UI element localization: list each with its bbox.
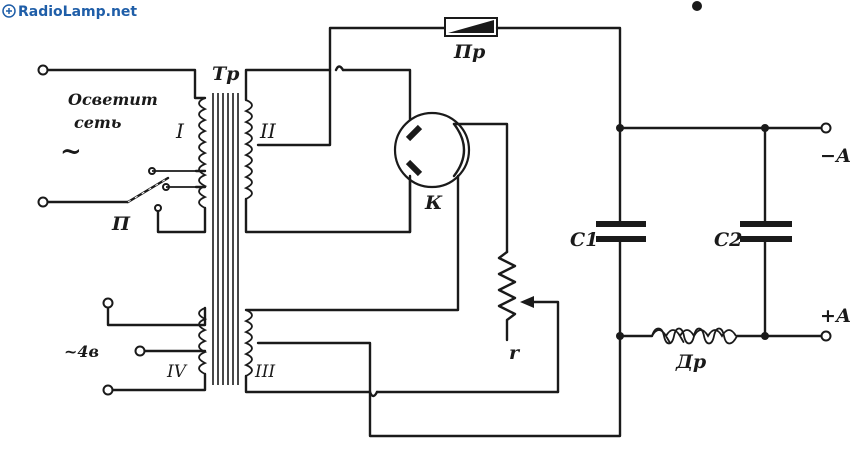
label-mains-line1: Осветит <box>68 90 158 109</box>
mains-input-wiring <box>42 68 207 234</box>
transformer-core <box>212 93 239 385</box>
positive-output-terminal <box>820 330 832 342</box>
label-winding-2: II <box>259 119 277 143</box>
label-fuse: Пр <box>453 41 486 63</box>
fuse <box>444 17 498 37</box>
watermark-text: RadioLamp.net <box>18 4 137 20</box>
switch-p <box>126 167 196 212</box>
label-tube: К <box>424 192 443 214</box>
label-filament-output: ~4в <box>64 342 99 361</box>
switch-contact <box>154 204 162 212</box>
label-winding-3: III <box>254 362 275 382</box>
winding-1 <box>198 97 208 209</box>
winding-3 <box>243 309 253 377</box>
winding-2 <box>243 99 253 200</box>
label-cap2: C2 <box>714 229 742 251</box>
capacitor-c2 <box>740 221 792 242</box>
junction <box>761 124 769 132</box>
radiolamp-logo-icon <box>2 4 16 18</box>
label-cap1: C1 <box>570 229 598 251</box>
label-winding-4: IV <box>166 362 188 382</box>
junction <box>616 332 624 340</box>
cathode-wiring <box>244 122 509 312</box>
negative-output-terminal <box>820 122 832 134</box>
rectifier-tube <box>393 111 471 234</box>
label-negative-output: −А <box>820 145 851 167</box>
label-mains-line2: сеть <box>74 113 121 132</box>
filament-terminal-3 <box>102 384 114 396</box>
label-choke: Др <box>675 351 707 373</box>
label-resistor: r <box>509 342 521 364</box>
winding-3-wiring <box>244 334 622 438</box>
choke <box>651 327 738 345</box>
filament-output-wiring <box>106 305 207 392</box>
watermark: RadioLamp.net <box>2 4 137 20</box>
resistor-r <box>497 250 560 394</box>
mains-terminal-2 <box>37 196 49 208</box>
tube-filament <box>452 122 466 178</box>
label-positive-output: +А <box>820 305 851 327</box>
filter-wiring <box>618 126 824 338</box>
mains-terminal-1 <box>37 64 49 76</box>
junction <box>616 124 624 132</box>
filament-terminal-2 <box>134 345 146 357</box>
junction <box>761 332 769 340</box>
ink-spot <box>692 1 702 11</box>
filament-terminal-1 <box>102 297 114 309</box>
capacitor-c1 <box>596 221 646 242</box>
label-switch: П <box>111 213 131 235</box>
label-ac-symbol: ~ <box>60 137 82 167</box>
label-transformer: Тр <box>212 63 240 85</box>
label-winding-1: I <box>175 119 185 143</box>
